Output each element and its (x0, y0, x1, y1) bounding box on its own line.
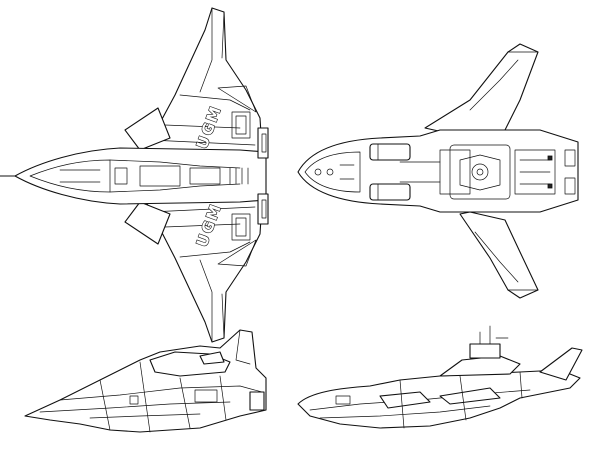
bottom-view-fuselage (297, 129, 579, 213)
top-view: UGM UGM (0, 7, 269, 343)
side-view-right-hull (297, 369, 581, 429)
side-view-left-hull (24, 329, 267, 433)
top-view-fuselage (0, 147, 267, 205)
side-view-left (24, 329, 267, 433)
top-view-engines (257, 127, 269, 225)
side-view-right-cockpit (439, 355, 521, 377)
bottom-view-lower-wing (459, 211, 539, 299)
bottom-view (297, 43, 579, 299)
top-view-lower-canard (124, 201, 171, 245)
side-view-right (297, 325, 583, 429)
top-view-upper-canard (124, 107, 171, 151)
bottom-view-upper-wing (424, 43, 539, 139)
side-view-right-tail (539, 347, 583, 381)
